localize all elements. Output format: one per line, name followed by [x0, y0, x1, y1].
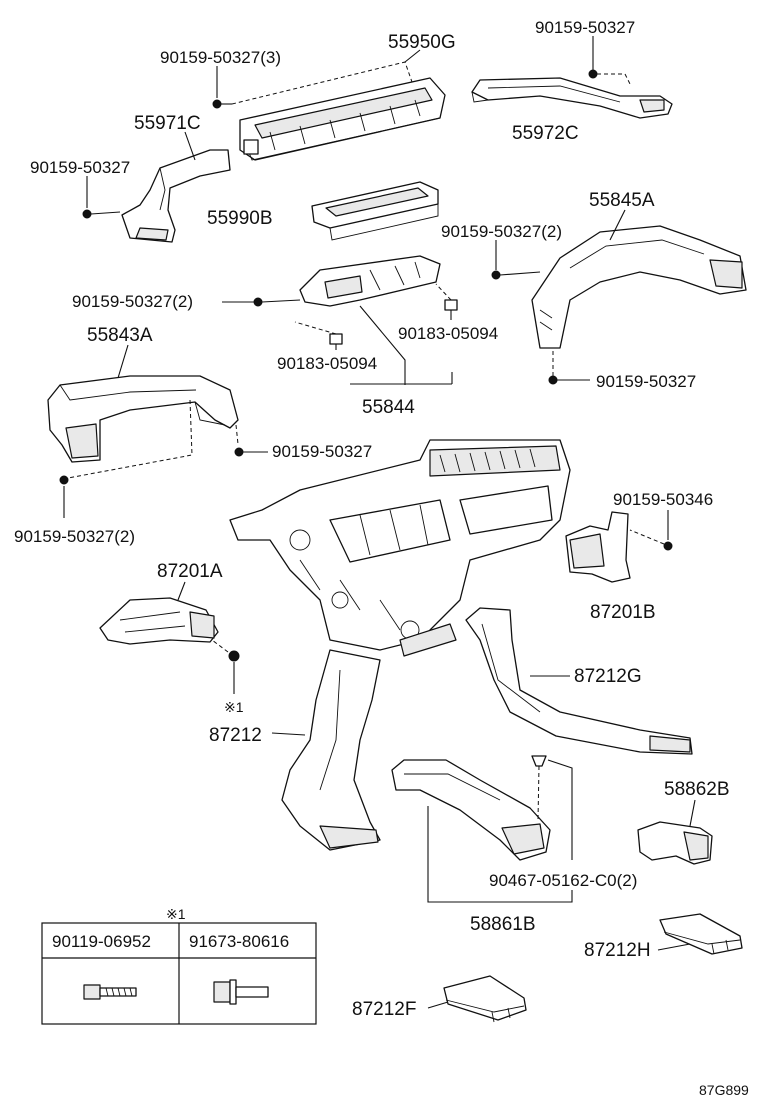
label-87212H[interactable]: 87212H [584, 940, 651, 961]
leader-line [427, 1001, 449, 1009]
label-90159-50327-top[interactable]: 90159-50327 [535, 18, 635, 37]
leader-line [609, 209, 626, 241]
label-55972C[interactable]: 55972C [512, 123, 579, 144]
part-55845A-drawing[interactable] [531, 225, 747, 349]
washer-bolt-icon [213, 979, 269, 1005]
bolt-icon [228, 650, 240, 662]
part-87201B-drawing[interactable] [565, 511, 631, 583]
label-90159-50327-3[interactable]: 90159-50327(3) [160, 48, 281, 67]
dash-line [537, 765, 540, 821]
label-55845A[interactable]: 55845A [589, 190, 655, 211]
part-55844-drawing[interactable] [299, 255, 441, 307]
note-table [41, 922, 317, 1025]
bolt-icon [234, 447, 244, 457]
leader-line [117, 344, 129, 379]
label-87212F[interactable]: 87212F [352, 999, 416, 1020]
bolt-icon [59, 475, 69, 485]
bolt-icon [663, 541, 673, 551]
clip-icon [531, 755, 547, 767]
label-90159-50327-center[interactable]: 90159-50327 [272, 442, 372, 461]
label-55843A[interactable]: 55843A [87, 325, 153, 346]
label-55990B[interactable]: 55990B [207, 208, 273, 229]
label-90159-50327-r2[interactable]: 90159-50327 [596, 372, 696, 391]
bolt-icon [588, 69, 598, 79]
clip-icon [444, 299, 458, 311]
part-55972C-drawing[interactable] [471, 77, 673, 119]
dash-line [597, 73, 631, 85]
label-87201A[interactable]: 87201A [157, 561, 223, 582]
dash-line [211, 639, 229, 653]
note-table-col-1[interactable]: 90119-06952 [52, 932, 151, 951]
bracket-line [427, 806, 573, 903]
hvac-unit-drawing [229, 439, 571, 657]
diagram-code: 87G899 [699, 1082, 749, 1098]
label-87212G[interactable]: 87212G [574, 666, 642, 687]
part-58862B-drawing[interactable] [637, 821, 713, 865]
label-90183-05094-right[interactable]: 90183-05094 [398, 324, 498, 343]
part-87212-drawing[interactable] [281, 649, 381, 851]
label-90159-50327-2-left[interactable]: 90159-50327(2) [14, 527, 135, 546]
bolt-icon [82, 209, 121, 219]
note-table-title: ※1 [166, 906, 186, 922]
part-87212G-drawing[interactable] [465, 607, 693, 755]
part-87201A-drawing[interactable] [99, 597, 219, 645]
leader-line [335, 310, 452, 350]
label-55950G[interactable]: 55950G [388, 32, 456, 53]
label-55844[interactable]: 55844 [362, 397, 415, 418]
label-90159-50327-2-right[interactable]: 90159-50327(2) [441, 222, 562, 241]
label-90159-50346[interactable]: 90159-50346 [613, 490, 713, 509]
label-55971C[interactable]: 55971C [134, 113, 201, 134]
leader-line [404, 49, 421, 63]
part-55950G-drawing[interactable] [239, 77, 446, 161]
flange-bolt-icon [83, 984, 137, 1000]
dash-line [67, 399, 239, 479]
leader-line [689, 799, 696, 827]
leader-line [657, 943, 691, 951]
part-55990B-drawing[interactable] [311, 181, 439, 241]
bolt-icon [491, 270, 541, 280]
part-58861B-drawing[interactable] [391, 759, 551, 861]
leader-line [184, 131, 196, 161]
label-90467-05162-C0-2[interactable]: 90467-05162-C0(2) [489, 871, 637, 890]
dash-line [294, 283, 452, 335]
part-55843A-drawing[interactable] [47, 375, 239, 463]
part-55971C-drawing[interactable] [121, 149, 231, 243]
note-table-col-2[interactable]: 91673-80616 [189, 932, 289, 951]
bolt-icon [548, 375, 558, 385]
clip-icon [329, 333, 343, 345]
note-mark: ※1 [224, 699, 244, 715]
leader-line [271, 732, 306, 736]
label-90159-50327-left[interactable]: 90159-50327 [30, 158, 130, 177]
label-87201B[interactable]: 87201B [590, 602, 656, 623]
dash-line [629, 529, 665, 545]
label-87212[interactable]: 87212 [209, 725, 262, 746]
leader-line [547, 759, 573, 860]
label-58862B[interactable]: 58862B [664, 779, 730, 800]
part-87212F-drawing[interactable] [443, 975, 527, 1023]
leader-line [177, 581, 186, 601]
bolt-icon [253, 297, 301, 307]
label-90159-50327-2-mid[interactable]: 90159-50327(2) [72, 292, 193, 311]
label-58861B[interactable]: 58861B [470, 914, 536, 935]
part-87212H-drawing[interactable] [659, 913, 743, 955]
bracket-line [350, 305, 453, 385]
label-90183-05094-left[interactable]: 90183-05094 [277, 354, 377, 373]
bolt-icon [212, 99, 232, 109]
